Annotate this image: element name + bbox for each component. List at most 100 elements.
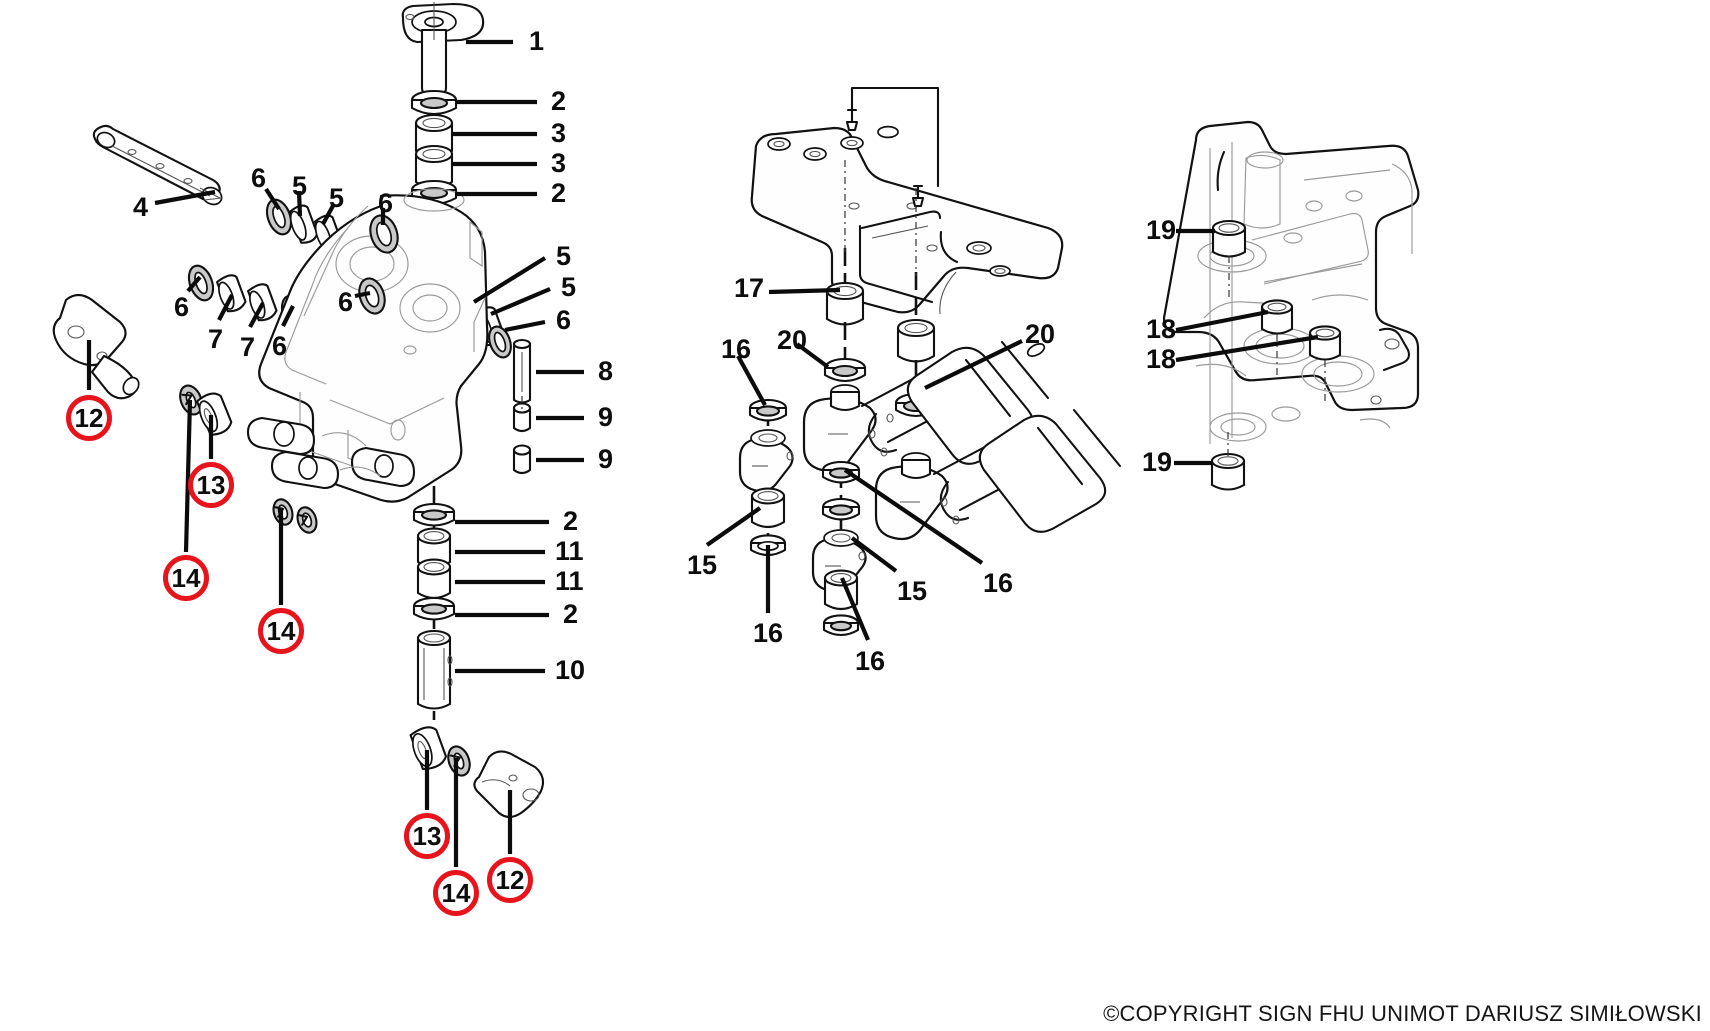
part-2-seal-upper — [410, 89, 458, 116]
callout-label-3: 3 — [551, 148, 567, 178]
axle-support-frame — [1162, 120, 1420, 444]
callout-label-1: 1 — [529, 26, 545, 56]
callout-circle-14: 14 — [163, 555, 209, 601]
callout-label-15: 15 — [687, 550, 718, 580]
part-11-bushing-a — [416, 527, 452, 569]
part-18-bushing-a — [1260, 299, 1294, 335]
callout-label-20: 20 — [1025, 319, 1056, 349]
part-11-bushing-b — [416, 558, 452, 600]
callout-label-6: 6 — [251, 163, 267, 193]
leader-line-5 — [472, 256, 547, 304]
callout-label-11: 11 — [555, 566, 584, 596]
part-17-bushing-a — [825, 281, 865, 326]
callout-circle-14: 14 — [258, 608, 304, 654]
cylinder-rod-eye-left — [738, 429, 794, 493]
leader-line-7 — [248, 301, 265, 329]
callout-label-9: 9 — [598, 444, 614, 474]
callout-label-8: 8 — [598, 356, 614, 386]
callout-label-20: 20 — [777, 325, 808, 355]
part-19-bushing-upper — [1211, 219, 1247, 258]
part-3-bushing-lower — [414, 144, 454, 189]
callout-label-10: 10 — [555, 655, 586, 685]
leader-line-14 — [183, 399, 193, 553]
callout-label-6: 6 — [174, 292, 190, 322]
leader-line-5 — [296, 190, 303, 217]
part-9-spacer-a — [512, 402, 532, 433]
leader-line-6 — [186, 275, 202, 293]
callout-label-5: 5 — [561, 272, 577, 302]
leader-line-16 — [736, 354, 767, 407]
leader-line-4 — [154, 189, 216, 206]
hydraulic-cylinder-b — [874, 408, 1122, 541]
callout-label-5: 5 — [556, 241, 572, 271]
part-16-seal-mid-right — [821, 497, 861, 521]
leader-line-6 — [281, 305, 295, 327]
callout-label-7: 7 — [208, 324, 224, 354]
callout-label-2: 2 — [551, 86, 567, 116]
callout-label-3: 3 — [551, 118, 567, 148]
callout-label-16: 16 — [753, 618, 784, 648]
part-18-bushing-b — [1308, 325, 1342, 361]
callout-label-11: 11 — [555, 536, 584, 566]
part-2-seal-lower3 — [412, 596, 456, 621]
callout-label-9: 9 — [598, 402, 614, 432]
callout-label-6: 6 — [378, 188, 394, 218]
leader-line-6 — [504, 319, 546, 333]
callout-label-7: 7 — [240, 332, 256, 362]
leader-line-7 — [217, 294, 234, 321]
callout-label-5: 5 — [329, 183, 345, 213]
part-14-retainer-b — [296, 506, 318, 534]
leader-line-18 — [1175, 334, 1319, 363]
callout-label-6: 6 — [338, 287, 354, 317]
left-assembly-artwork — [52, 2, 545, 819]
part-12-ball-stud-left — [52, 293, 140, 400]
leader-line-15 — [705, 506, 762, 547]
part-14-washer-lower — [447, 745, 471, 777]
part-1-kingpin — [401, 2, 485, 98]
leader-lines — [86, 39, 1319, 867]
leader-line-6 — [264, 187, 281, 211]
part-10-sleeve — [416, 629, 453, 710]
callout-circle-12: 12 — [487, 857, 533, 903]
cross-member — [750, 86, 1064, 315]
arm-bushing-6-upper — [369, 214, 399, 254]
callout-circle-14: 14 — [433, 870, 479, 916]
part-4-tie-rod — [92, 124, 223, 206]
part-16-seal-upper-left — [748, 398, 788, 422]
callout-label-2: 2 — [551, 178, 567, 208]
arm-bushing-6-lower — [358, 277, 386, 315]
leader-line-20 — [924, 339, 1023, 390]
part-15-bushing-left — [750, 487, 786, 529]
leader-line-18 — [1175, 309, 1269, 333]
center-assembly-artwork — [738, 86, 1122, 637]
callout-circle-12: 12 — [66, 395, 112, 441]
callout-label-19: 19 — [1146, 215, 1177, 245]
callout-label-6: 6 — [272, 331, 288, 361]
leader-line-15 — [850, 536, 898, 573]
part-16-seal-bottom-right — [822, 614, 860, 637]
callout-label-6: 6 — [556, 305, 572, 335]
callout-label-19: 19 — [1142, 447, 1173, 477]
callout-label-16: 16 — [983, 568, 1014, 598]
callout-label-17: 17 — [734, 273, 765, 303]
callout-label-15: 15 — [897, 576, 928, 606]
callout-label-2: 2 — [563, 506, 579, 536]
part-8-pin — [512, 338, 532, 404]
leader-line-17 — [768, 287, 841, 295]
leader-line-16 — [843, 468, 984, 565]
part-19-bushing-lower — [1210, 452, 1246, 491]
main-arm-body — [246, 188, 489, 503]
copyright-notice: ©COPYRIGHT SIGN FHU UNIMOT DARIUSZ SIMIŁ… — [1103, 1001, 1702, 1026]
callout-label-18: 18 — [1146, 344, 1177, 374]
part-17-bushing-b — [896, 318, 936, 363]
callout-label-16: 16 — [855, 646, 886, 676]
leader-line-6 — [354, 290, 371, 299]
callout-label-2: 2 — [563, 599, 579, 629]
right-assembly-artwork — [1162, 120, 1420, 491]
leader-line-20 — [795, 342, 830, 369]
part-20-seal-a — [823, 357, 867, 383]
part-15-bushing-right — [823, 569, 859, 611]
part-2-seal-lower2 — [412, 502, 456, 527]
